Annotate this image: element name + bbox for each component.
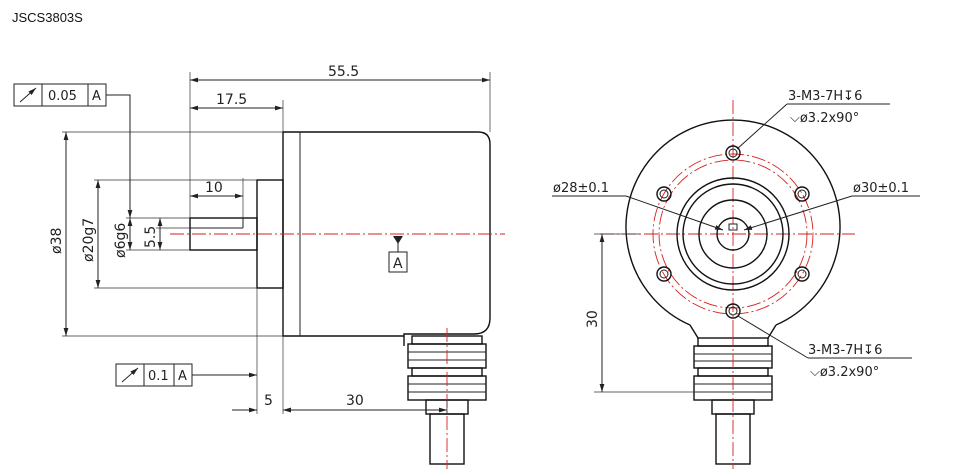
dim-17-5: 17.5 [216, 92, 247, 108]
runout-frame-top: 0.05 A [13, 83, 133, 218]
dim-pcd-30: ø30±0.1 [853, 181, 909, 196]
dim-dia-6g6: ø6g6 [113, 223, 129, 258]
front-body-outline [625, 119, 841, 326]
dim-pcd-28: ø28±0.1 [553, 181, 609, 196]
shaft [189, 217, 258, 251]
dim-55-5: 55.5 [328, 64, 359, 80]
dim-10: 10 [205, 180, 223, 196]
hole-callout-bottom-1: 3-M3-7H↧6 [808, 343, 882, 358]
runout-frame-bottom: 0.1 A [115, 363, 257, 387]
hole-callout-top-1: 3-M3-7H↧6 [788, 89, 862, 104]
svg-text:0.1: 0.1 [148, 369, 169, 384]
dim-5: 5 [264, 393, 273, 409]
encoder-body-outline [282, 131, 491, 346]
svg-text:A: A [92, 89, 101, 104]
drawing-title: JSCS3803S [12, 10, 83, 25]
datum-a-label: A [393, 256, 403, 272]
hole-callout-bottom-2: ⌵ø3.2x90° [810, 365, 879, 380]
dim-dia-38: ø38 [49, 228, 65, 254]
front-view: 3-M3-7H↧6 ⌵ø3.2x90° 3-M3-7H↧6 ⌵ø3.2x90° … [552, 89, 920, 469]
dim-30-side: 30 [346, 393, 364, 409]
dim-dia-20g7: ø20g7 [81, 218, 97, 262]
side-view: A 55.5 [13, 64, 505, 469]
svg-text:A: A [178, 369, 187, 384]
cable-gland [407, 328, 487, 469]
mounting-holes [656, 145, 810, 319]
hole-callout-top-2: ⌵ø3.2x90° [790, 111, 859, 126]
front-cable-gland [693, 332, 773, 469]
pcd-30-circle [652, 153, 814, 315]
dim-30-front: 30 [585, 310, 601, 328]
dim-5-5: 5.5 [143, 226, 159, 248]
svg-text:0.05: 0.05 [48, 89, 77, 104]
